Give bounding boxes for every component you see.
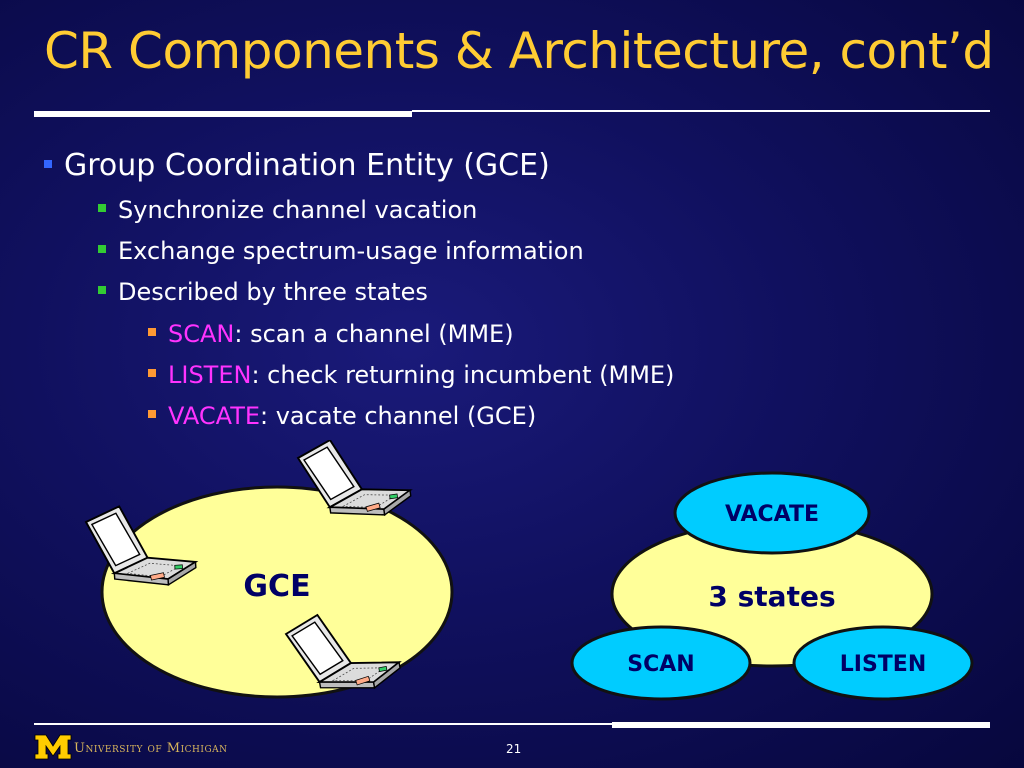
gce-label: GCE <box>243 569 310 604</box>
title-divider-thick <box>34 111 412 117</box>
square-bullet-icon <box>98 286 106 294</box>
bullet-text: Synchronize channel vacation <box>118 196 478 224</box>
footer-divider-thin <box>34 723 612 725</box>
square-bullet-icon <box>148 328 156 336</box>
bullet-listen-state: LISTEN: check returning incumbent (MME) <box>148 361 674 389</box>
square-bullet-icon <box>98 245 106 253</box>
gce-ellipse <box>100 485 454 699</box>
state-node-listen-label: LISTEN <box>840 652 927 677</box>
footer-divider-thick <box>612 722 990 728</box>
state-term: LISTEN <box>168 361 252 389</box>
square-bullet-icon <box>44 159 52 168</box>
square-bullet-icon <box>148 369 156 377</box>
architecture-diagram: GCE 3 states VACATE SCAN LISTEN <box>84 440 974 703</box>
state-term: VACATE <box>168 402 261 430</box>
state-desc: : check returning incumbent (MME) <box>251 361 675 389</box>
bullet-exchange: Exchange spectrum-usage information <box>98 237 584 265</box>
state-node-vacate-label: VACATE <box>725 502 819 527</box>
bullet-vacate-state: VACATE: vacate channel (GCE) <box>148 402 536 430</box>
state-node-vacate <box>673 471 871 555</box>
university-name: University of Michigan <box>74 741 228 756</box>
state-desc: : vacate channel (GCE) <box>260 402 537 430</box>
bullet-scan-state: SCAN: scan a channel (MME) <box>148 320 514 348</box>
title-divider-thin <box>412 110 990 112</box>
bullet-described: Described by three states <box>98 278 428 306</box>
bullet-text: Group Coordination Entity (GCE) <box>64 148 550 183</box>
slide-title: CR Components & Architecture, cont’d <box>44 22 994 80</box>
bullet-gce: Group Coordination Entity (GCE) <box>44 148 550 183</box>
state-term: SCAN <box>168 320 235 348</box>
state-node-listen <box>792 625 974 701</box>
states-label: 3 states <box>708 580 835 613</box>
bullet-synchronize: Synchronize channel vacation <box>98 196 477 224</box>
state-node-scan-label: SCAN <box>627 652 694 677</box>
bullet-text: Exchange spectrum-usage information <box>118 237 584 265</box>
square-bullet-icon <box>148 410 156 418</box>
state-desc: : scan a channel (MME) <box>234 320 514 348</box>
square-bullet-icon <box>98 204 106 212</box>
bullet-text: Described by three states <box>118 278 428 306</box>
state-node-scan <box>570 625 752 701</box>
block-m-logo-icon <box>34 734 72 760</box>
page-number: 21 <box>506 742 522 756</box>
